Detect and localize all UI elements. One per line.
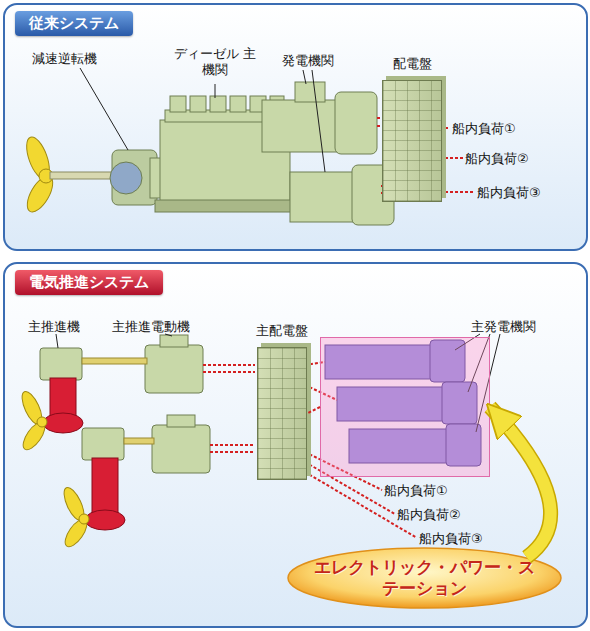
oval-shape [288,548,561,608]
part-label: ディーゼル 主機関 [170,46,260,77]
load-label: 船内負荷② [397,506,461,524]
switchboard: 配電盤 [382,80,442,202]
part-label: 主推進電動機 [112,318,190,336]
load-label: 船内負荷① [384,482,448,500]
equipment-label: 配電盤 [393,55,432,73]
panel-title: 従来システム [15,11,133,36]
part-label: 主推進機 [28,318,80,336]
switchboard: 主配電盤 [257,347,307,480]
load-label: 船内負荷① [452,120,516,138]
load-label: 船内負荷③ [419,530,483,548]
station-label: エレクトリック・パワー・ステーション [310,557,540,600]
load-label: 船内負荷② [465,150,529,168]
part-label: 発電機関 [282,52,334,70]
power-station-oval: エレクトリック・パワー・ステーション [287,547,562,609]
part-label: 減速逆転機 [32,50,97,68]
equipment-label: 主配電盤 [256,322,308,340]
equipment-label: 主発電機関 [471,318,536,336]
generator-group: 主発電機関 [320,337,490,477]
load-label: 船内負荷③ [477,184,541,202]
panel-title: 電気推進システム [15,270,163,295]
system-panel: 電気推進システム主配電盤主発電機関エレクトリック・パワー・ステーション [3,262,588,628]
